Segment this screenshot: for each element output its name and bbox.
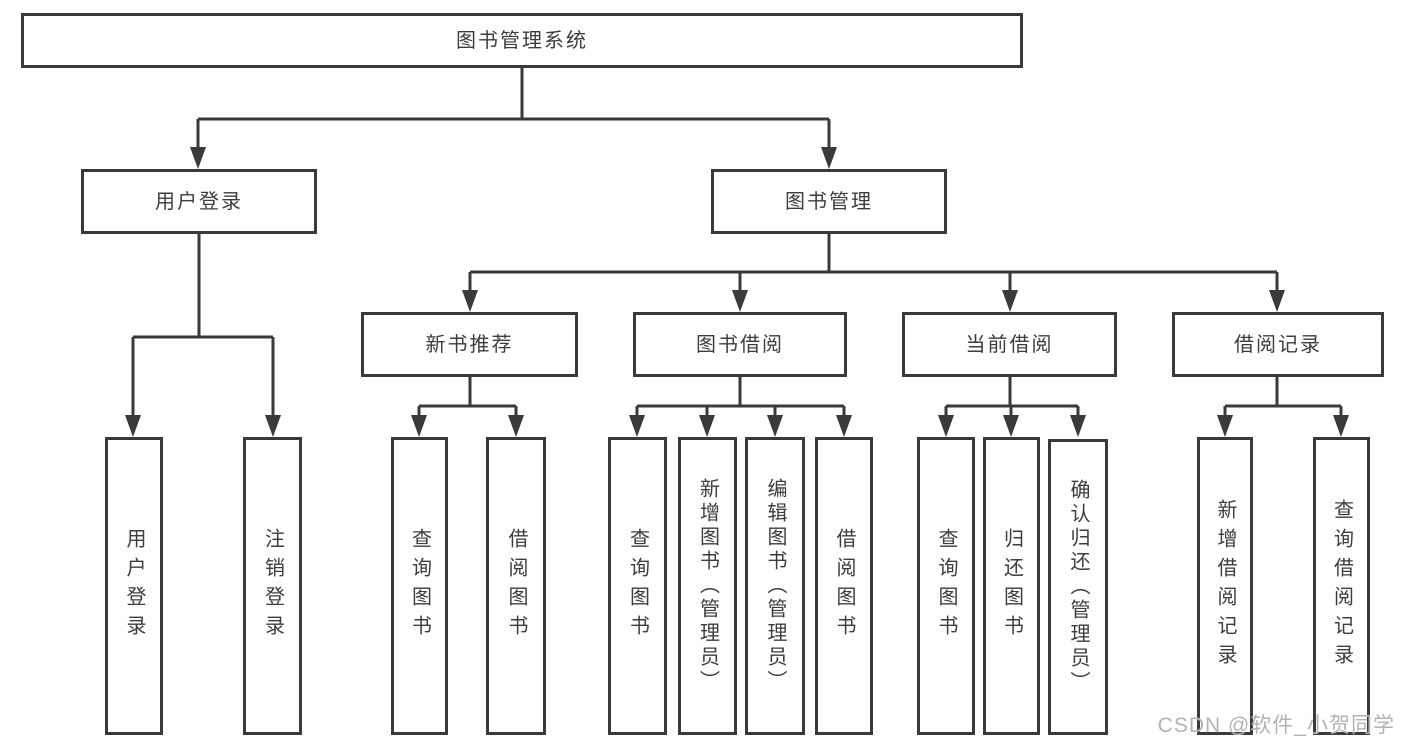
leaf-borrow-add-book-admin: 新增图书（管理员）	[678, 437, 737, 735]
leaf-borrow-edit-book-admin-label: 编辑图书（管理员）	[764, 478, 786, 694]
leaf-logout: 注销登录	[243, 437, 302, 735]
leaf-borrow-edit-book-admin: 编辑图书（管理员）	[745, 437, 805, 735]
leaf-newrec-query-book: 查询图书	[391, 437, 448, 735]
leaf-current-confirm-return-admin-label: 确认归还（管理员）	[1067, 479, 1089, 695]
leaf-newrec-borrow-book-label: 借阅图书	[505, 528, 527, 644]
node-book-borrow: 图书借阅	[633, 312, 847, 377]
leaf-borrow-add-book-admin-label: 新增图书（管理员）	[696, 478, 719, 694]
leaf-record-query: 查询借阅记录	[1313, 437, 1370, 735]
leaf-record-add-label: 新增借阅记录	[1214, 499, 1236, 673]
leaf-logout-label: 注销登录	[261, 528, 284, 644]
leaf-newrec-query-book-label: 查询图书	[408, 528, 431, 644]
node-borrow-record: 借阅记录	[1172, 312, 1384, 377]
node-book-management: 图书管理	[711, 169, 947, 234]
leaf-current-return-book-label: 归还图书	[1000, 528, 1023, 644]
leaf-record-add: 新增借阅记录	[1197, 437, 1253, 735]
node-new-book-recommend: 新书推荐	[361, 312, 578, 377]
node-current-borrow-label: 当前借阅	[965, 333, 1054, 356]
leaf-borrow-query-book: 查询图书	[608, 437, 667, 735]
leaf-current-query-book-label: 查询图书	[935, 528, 957, 644]
node-new-book-recommend-label: 新书推荐	[425, 333, 514, 356]
node-library-system-root-label: 图书管理系统	[456, 29, 588, 52]
leaf-user-login-label: 用户登录	[123, 528, 145, 644]
leaf-current-return-book: 归还图书	[983, 437, 1040, 735]
node-user-login-label: 用户登录	[155, 190, 243, 213]
node-current-borrow: 当前借阅	[902, 312, 1117, 377]
leaf-current-confirm-return-admin: 确认归还（管理员）	[1048, 439, 1108, 735]
leaf-borrow-borrow-book: 借阅图书	[815, 437, 873, 735]
leaf-borrow-borrow-book-label: 借阅图书	[833, 528, 855, 644]
leaf-record-query-label: 查询借阅记录	[1330, 499, 1353, 673]
node-user-login: 用户登录	[81, 169, 317, 234]
node-book-management-label: 图书管理	[785, 190, 873, 213]
node-book-borrow-label: 图书借阅	[696, 333, 784, 356]
node-library-system-root: 图书管理系统	[21, 13, 1023, 68]
leaf-borrow-query-book-label: 查询图书	[626, 528, 649, 644]
leaf-newrec-borrow-book: 借阅图书	[486, 437, 546, 735]
leaf-user-login: 用户登录	[105, 437, 163, 735]
leaf-current-query-book: 查询图书	[917, 437, 975, 735]
node-borrow-record-label: 借阅记录	[1234, 333, 1322, 356]
